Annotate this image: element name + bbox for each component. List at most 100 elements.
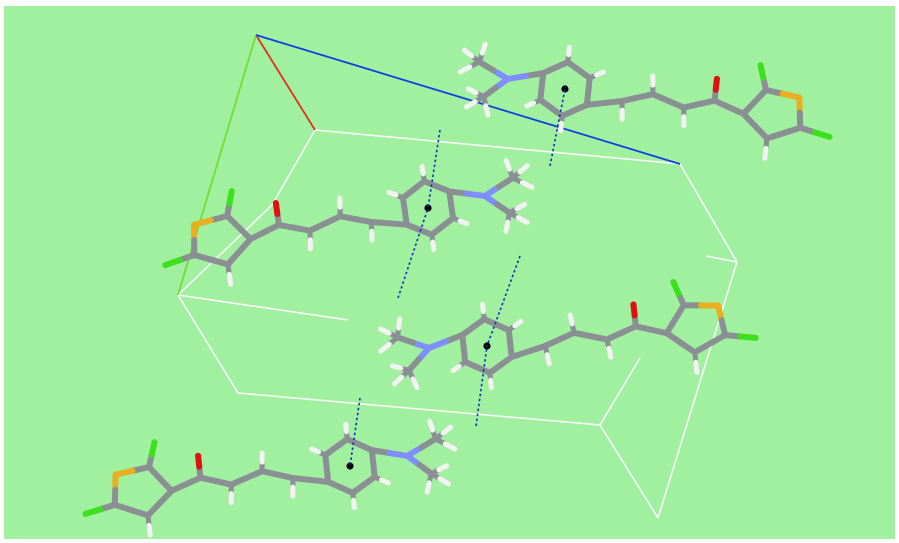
atom-hydrogen bbox=[558, 128, 564, 134]
atom-hydrogen bbox=[464, 221, 470, 227]
atom-hydrogen bbox=[369, 237, 375, 243]
atom-hydrogen bbox=[518, 318, 524, 324]
crystal-packing-viewport[interactable] bbox=[4, 6, 895, 539]
atom-sulfur bbox=[796, 94, 803, 101]
atom-hydrogen bbox=[445, 481, 451, 487]
atom-hydrogen bbox=[457, 69, 463, 75]
contact-ch-pi-4 bbox=[486, 255, 521, 347]
contact-ch-pi-6 bbox=[475, 345, 488, 427]
atom-hydrogen bbox=[431, 246, 437, 252]
atom-hydrogen bbox=[386, 189, 392, 195]
atom-hydrogen bbox=[228, 500, 234, 506]
contact-ch-pi-2 bbox=[549, 88, 566, 167]
molecule-chalcone-top bbox=[457, 41, 833, 161]
atom-hydrogen bbox=[524, 103, 530, 109]
atom-hydrogen bbox=[290, 493, 296, 499]
atom-hydrogen bbox=[762, 155, 768, 161]
atom-chlorine bbox=[151, 439, 158, 446]
atom-hydrogen bbox=[390, 363, 396, 369]
atom-hydrogen bbox=[619, 116, 625, 122]
cell-edge bbox=[177, 294, 349, 321]
atom-hydrogen bbox=[464, 104, 470, 110]
contact-ch-pi-1 bbox=[427, 129, 441, 209]
cell-edge bbox=[599, 424, 659, 519]
atom-hydrogen bbox=[482, 41, 488, 47]
atom-hydrogen bbox=[567, 312, 573, 318]
axis-a bbox=[255, 34, 316, 131]
atom-sulfur bbox=[191, 221, 198, 228]
cell-edge bbox=[599, 357, 641, 426]
cell-edge bbox=[271, 129, 316, 206]
contacts-layer bbox=[349, 88, 566, 467]
molecule-chalcone-bottom bbox=[82, 418, 458, 538]
atom-sulfur bbox=[112, 471, 119, 478]
cell-edge bbox=[237, 392, 601, 426]
cell-edge bbox=[657, 261, 738, 519]
atom-sulfur bbox=[715, 302, 722, 309]
atom-hydrogen bbox=[521, 202, 527, 208]
ring-centroid bbox=[346, 462, 354, 470]
atom-hydrogen bbox=[397, 316, 403, 322]
atom-hydrogen bbox=[147, 532, 153, 538]
atom-hydrogen bbox=[608, 354, 614, 360]
atom-hydrogen bbox=[546, 361, 552, 367]
atom-hydrogen bbox=[309, 446, 315, 452]
atom-hydrogen bbox=[485, 112, 491, 118]
bond-carbon-carbon bbox=[740, 110, 759, 130]
atom-hydrogen bbox=[414, 385, 420, 391]
atom-hydrogen bbox=[452, 446, 458, 452]
atom-nitrogen bbox=[504, 75, 511, 82]
atom-chlorine bbox=[228, 188, 235, 195]
atom-hydrogen bbox=[461, 47, 467, 53]
cell-edge bbox=[177, 204, 273, 296]
atom-hydrogen bbox=[600, 69, 606, 75]
cell-edge bbox=[705, 255, 738, 263]
cell-axes bbox=[177, 34, 681, 296]
atom-chlorine bbox=[162, 262, 169, 269]
atom-hydrogen bbox=[378, 326, 384, 332]
unit-cell bbox=[177, 129, 738, 519]
scene-background bbox=[4, 6, 895, 539]
atom-oxygen bbox=[272, 200, 279, 207]
atom-hydrogen bbox=[503, 228, 509, 234]
molecules-layer bbox=[82, 41, 833, 538]
atom-hydrogen bbox=[391, 381, 397, 387]
atom-hydrogen bbox=[343, 421, 349, 427]
atom-nitrogen bbox=[404, 452, 411, 459]
molecule-chalcone-lower-middle bbox=[378, 279, 759, 391]
atom-hydrogen bbox=[503, 158, 509, 164]
atom-hydrogen bbox=[681, 123, 687, 129]
atom-hydrogen bbox=[524, 219, 530, 225]
atom-hydrogen bbox=[385, 480, 391, 486]
atom-hydrogen bbox=[444, 463, 450, 469]
atom-hydrogen bbox=[259, 450, 265, 456]
atom-hydrogen bbox=[488, 385, 494, 391]
atom-hydrogen bbox=[448, 424, 454, 430]
bond-nitrogen-carbon bbox=[418, 435, 439, 451]
bond-carbon-carbon bbox=[236, 235, 254, 255]
atom-hydrogen bbox=[378, 348, 384, 354]
atom-chlorine bbox=[670, 279, 677, 286]
atom-hydrogen bbox=[694, 369, 700, 375]
atom-hydrogen bbox=[480, 301, 486, 307]
atom-hydrogen bbox=[337, 195, 343, 201]
bond-nitrogen-carbon bbox=[495, 174, 516, 190]
atom-chlorine bbox=[82, 510, 89, 517]
atom-oxygen bbox=[630, 301, 637, 308]
ring-centroid bbox=[561, 85, 569, 93]
atom-nitrogen bbox=[425, 345, 432, 352]
atom-hydrogen bbox=[650, 73, 656, 79]
bond-nitrogen-carbon bbox=[394, 334, 417, 346]
cell-edge bbox=[314, 129, 681, 165]
atom-hydrogen bbox=[529, 184, 535, 190]
cell-edge bbox=[177, 294, 239, 394]
atom-chlorine bbox=[826, 133, 833, 140]
axis-b bbox=[177, 34, 257, 296]
atom-hydrogen bbox=[427, 418, 433, 424]
atom-chlorine bbox=[752, 334, 759, 341]
atom-hydrogen bbox=[465, 86, 471, 92]
bond-nitrogen-carbon bbox=[476, 58, 497, 74]
atom-nitrogen bbox=[481, 192, 488, 199]
cell-edge bbox=[679, 163, 738, 263]
